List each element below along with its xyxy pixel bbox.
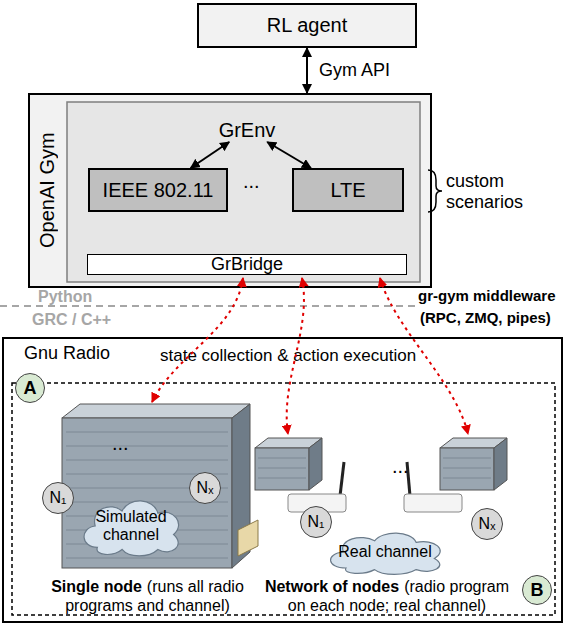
annotation-text: (RPC, ZMQ, pipes) [420,309,551,326]
annotation-text: ... [112,432,129,455]
node-text: LTE [328,179,367,202]
node-text: IEEE 802.11 [101,179,216,202]
annotation-text: custom scenarios [446,171,536,212]
node-text: Real channel [336,543,433,561]
callout-circle: B [522,575,552,605]
control-arrow [287,278,304,434]
scenario-bracket [428,170,442,212]
node-text: A [22,378,39,399]
gym-fill [28,93,432,288]
node-text: Nₓ [195,479,216,497]
radio-node: N₁ [42,482,74,514]
scenario-panel [67,102,420,282]
radio-node: Nₓ [189,472,221,504]
radio-node: N₁ [300,506,332,538]
server-slots [258,458,306,478]
caption-text: Network of nodes [265,578,399,595]
node-text: B [529,580,546,601]
caption-text: Single node [51,578,142,595]
channel-cloud: Real channel [320,528,450,576]
node-text: RL agent [265,14,349,37]
radio-router [404,494,462,512]
annotation-text: state collection & action execution [160,346,416,366]
double-arrow [191,142,230,168]
control-arrow [152,278,243,402]
annotation-text: GRC / C++ [32,311,111,329]
server-slots [443,458,491,478]
double-arrow [306,48,308,93]
node-text: OpenAI Gym [36,95,59,286]
scenario-box: LTE [292,168,404,212]
callout-circle: A [15,373,45,403]
node-text: GrBridge [209,254,285,275]
node-text: GrEnv [217,119,278,142]
channel-cloud: Simulated channel [75,494,187,558]
router-antenna [340,462,344,496]
edge-group [191,48,311,168]
node-text: N₁ [48,489,69,507]
bridge-box: GrBridge [87,254,407,275]
server-front [255,448,309,490]
server-side [309,438,322,490]
radio-node: Nₓ [471,508,503,540]
double-arrow [267,142,311,168]
server-side [494,438,507,490]
env-node: GrEnv [212,118,282,142]
illustration-caption: Single node(runs all radio programs and … [20,577,275,615]
testbed-frame [12,383,555,615]
annotation-text: Python [38,288,92,306]
scenario-box: IEEE 802.11 [88,168,228,212]
annotation-text: ... [392,455,409,478]
cloud-shape [331,533,441,574]
annotation-text: ... [243,170,260,193]
edge-label: Gym API [319,60,390,81]
annotation-text: gr-gym middleware [418,287,556,304]
gym-box: OpenAI Gym GrEnvIEEE 802.11 LTE GrBridge [28,93,432,288]
illustration-caption: Network of nodes(radio program on each n… [262,577,512,615]
node-text: N₁ [306,513,327,531]
rack-card [238,520,258,556]
control-arrow [380,278,468,434]
rack-slots [66,432,228,558]
rack-front [62,418,232,568]
server-front [440,448,494,490]
language-divider [0,305,416,307]
node-text: Simulated channel [75,508,187,545]
node-text: Gnu Radio [24,343,110,364]
node-text: Nₓ [477,515,498,533]
agent-box: RL agent [197,3,417,48]
rack-top [62,404,250,418]
